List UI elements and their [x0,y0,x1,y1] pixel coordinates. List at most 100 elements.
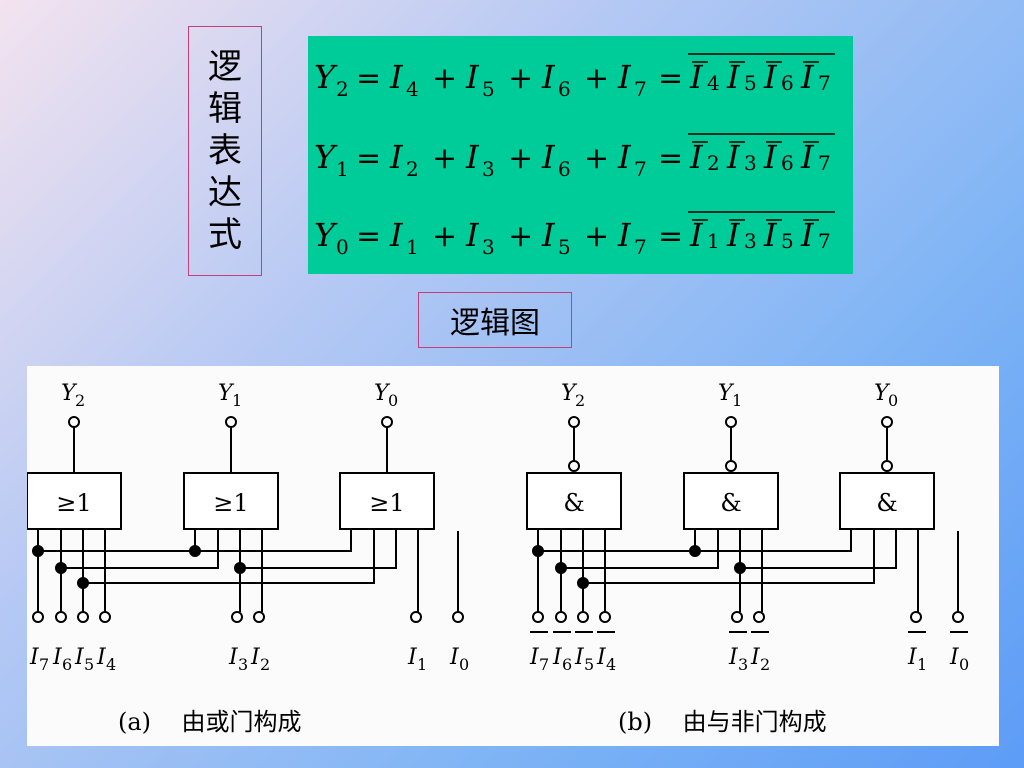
junction-dot [189,545,201,557]
formula-eq: = [356,219,381,254]
formula-term-var: I [541,138,556,176]
inversion-bubble [881,460,893,472]
inversion-bubble [725,460,737,472]
junction-dot [532,545,544,557]
formula-term-var: I [541,58,556,96]
input-sub: 1 [917,655,927,674]
formula-rhs-sub: 1 [707,229,720,253]
junction-dot [77,577,89,589]
wire [538,529,852,552]
input-var: I [552,645,563,670]
formula-rhs-var: I [726,138,741,176]
output-var: Y [718,381,735,406]
gate-nand-y1 [683,472,779,530]
junction-dot [734,562,746,574]
logic-diagram-label: 逻辑图 [418,292,572,348]
formula-term-sub: 7 [634,235,647,259]
input-sub: 6 [62,655,72,674]
gate-label: ≥1 [213,489,248,517]
formula-term-sub: 6 [558,77,571,101]
title-char-1: 逻 [208,47,242,87]
output-terminal [68,416,80,428]
input-terminal-i0 [952,611,964,623]
junction-dot [689,545,701,557]
input-sub: 2 [260,655,270,674]
input-terminal-i2 [253,611,265,623]
formula-term-sub: 1 [406,235,419,259]
junction-dot [32,545,44,557]
wire [38,529,352,552]
formula-eq-2: = [658,219,683,254]
output-terminal [568,416,580,428]
input-sub: 1 [417,655,427,674]
input-terminal-i4 [599,611,611,623]
input-terminal-i6 [55,611,67,623]
formula-rhs-var: I [726,216,741,254]
logic-expression-title-box: 逻 辑 表 达 式 [188,26,262,276]
formula-rhs-sub: 3 [744,151,757,175]
gate-label: & [563,489,584,517]
formula-term-sub: 2 [406,157,419,181]
gate-label: ≥1 [369,489,404,517]
formula-rhs-var: I [763,58,778,96]
formula-term-var: I [617,138,632,176]
input-terminal-i4 [99,611,111,623]
input-sub: 5 [84,655,94,674]
gate-nand-y0 [839,472,935,530]
input-var: I [907,645,918,670]
output-terminal [725,416,737,428]
input-sub: 4 [606,655,616,674]
formula-term-sub: 3 [482,157,495,181]
formula-rhs-sub: 7 [818,151,831,175]
output-var: Y [874,381,891,406]
input-sub: 3 [738,655,748,674]
formula-term-sub: 3 [482,235,495,259]
gate-or-y1 [183,472,279,530]
formula-lhs-var: Y [314,58,338,96]
junction-dot [577,577,589,589]
formula-term-sub: 5 [482,77,495,101]
formula-rhs-var: I [800,138,815,176]
formula-term-var: I [465,138,480,176]
input-var: I [449,645,460,670]
input-terminal-i3 [731,611,743,623]
gate-label: ≥1 [56,489,91,517]
output-var: Y [561,381,578,406]
input-sub: 0 [959,655,969,674]
input-terminal-i0 [452,611,464,623]
input-sub: 5 [584,655,594,674]
input-var: I [949,645,960,670]
gate-or-y2 [26,472,122,530]
formula-term-var: I [541,216,556,254]
formula-term-var: I [389,58,404,96]
formula-rhs-sub: 6 [781,151,794,175]
formula-lhs-var: Y [314,138,338,176]
formula-plus: + [432,141,457,176]
formula-rhs-sub: 5 [781,229,794,253]
input-terminal-i1 [410,611,422,623]
input-sub: 7 [539,655,549,674]
input-sub: 6 [562,655,572,674]
input-sub: 0 [459,655,469,674]
wire [561,529,719,569]
inversion-bubble [568,460,580,472]
formula-term-var: I [389,138,404,176]
formula-term-sub: 5 [558,235,571,259]
caption-b: (b) 由与非门构成 [618,708,827,736]
title-char-3: 表 [208,131,242,171]
wire [83,529,375,584]
input-sub: 2 [760,655,770,674]
input-var: I [52,645,63,670]
input-terminal-i5 [77,611,89,623]
